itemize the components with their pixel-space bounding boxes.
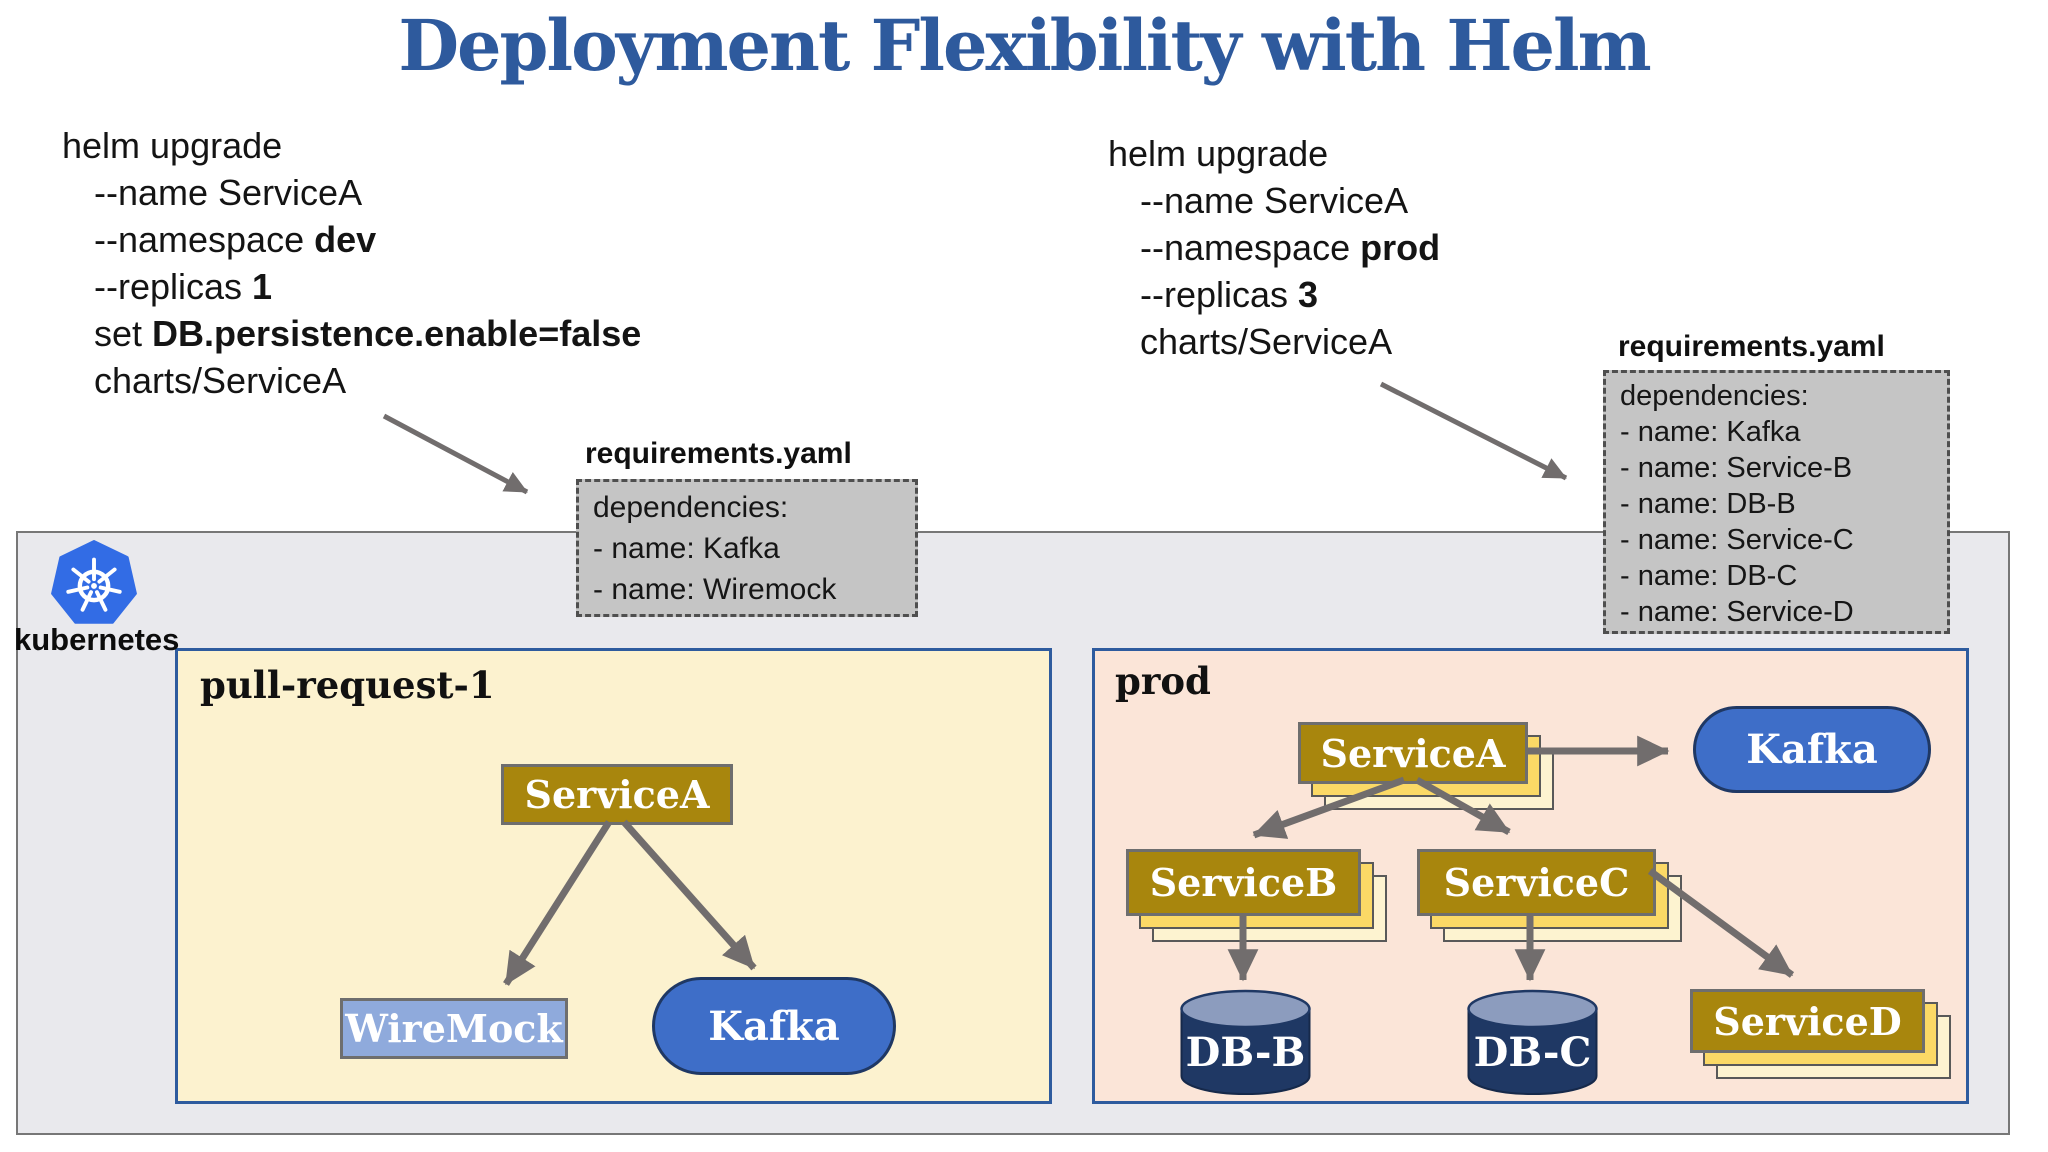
requirements-yaml-dev-label: requirements.yaml — [585, 437, 852, 470]
database-cylinder-icon — [1467, 989, 1598, 1095]
yaml-line: - name: Service-B — [1620, 452, 1853, 484]
namespace-title-pull-request-1: pull-request-1 — [200, 663, 495, 707]
kubernetes-logo-icon — [51, 540, 137, 624]
db-b-cylinder: DB-B — [1178, 987, 1313, 1097]
command-line: --replicas 1 — [94, 266, 273, 307]
page-title: Deployment Flexibility with Helm — [398, 4, 1651, 87]
yaml-line: - name: DB-C — [1620, 560, 1798, 592]
node-servicec: ServiceC — [1417, 849, 1682, 942]
node-serviced: ServiceD — [1690, 989, 1951, 1079]
namespace-title-prod: prod — [1115, 659, 1211, 703]
yaml-line: - name: Service-C — [1620, 524, 1854, 556]
command-line: --replicas 3 — [1140, 274, 1319, 315]
yaml-line: - name: DB-B — [1620, 488, 1796, 520]
node-serviceb: ServiceB — [1126, 849, 1387, 942]
yaml-line: - name: Kafka — [1620, 416, 1801, 448]
helm-command-prod: helm upgrade --name ServiceA --namespace… — [1108, 130, 1440, 365]
command-line: set DB.persistence.enable=false — [94, 313, 642, 354]
yaml-line: dependencies: — [593, 491, 789, 524]
requirements-yaml-dev-box: dependencies: - name: Kafka - name: Wire… — [576, 479, 918, 617]
yaml-line: - name: Wiremock — [593, 573, 837, 606]
command-line: charts/ServiceA — [1140, 321, 1393, 362]
requirements-yaml-prod-label: requirements.yaml — [1618, 330, 1885, 363]
command-line: --name ServiceA — [1140, 180, 1409, 221]
command-line: --namespace dev — [94, 219, 377, 260]
namespace-box-prod: prod ServiceA Kafka ServiceB ServiceC Se… — [1092, 648, 1969, 1104]
node-wiremock: WireMock — [340, 998, 568, 1059]
command-line: --name ServiceA — [94, 172, 363, 213]
requirements-yaml-prod-box: dependencies: - name: Kafka - name: Serv… — [1603, 370, 1950, 634]
node-servicea-dev: ServiceA — [501, 764, 733, 825]
namespace-box-pull-request-1: pull-request-1 ServiceA WireMock Kafka — [175, 648, 1052, 1104]
yaml-line: dependencies: — [1620, 380, 1809, 412]
command-line: --namespace prod — [1140, 227, 1441, 268]
db-c-cylinder: DB-C — [1465, 987, 1600, 1097]
node-servicea-prod: ServiceA — [1298, 722, 1554, 810]
command-line: charts/ServiceA — [94, 360, 347, 401]
annotation-arrow-dev — [382, 413, 529, 495]
node-kafka-prod: Kafka — [1693, 706, 1931, 793]
command-line: helm upgrade — [1108, 133, 1329, 174]
node-kafka-dev: Kafka — [652, 977, 896, 1075]
kubernetes-wordmark: kubernetes — [14, 622, 180, 657]
annotation-arrow-prod — [1379, 381, 1568, 481]
command-line: helm upgrade — [62, 125, 283, 166]
yaml-line: - name: Service-D — [1620, 596, 1854, 628]
yaml-line: - name: Kafka — [593, 532, 780, 565]
helm-command-dev: helm upgrade --name ServiceA --namespace… — [62, 122, 641, 404]
database-cylinder-icon — [1180, 989, 1311, 1095]
